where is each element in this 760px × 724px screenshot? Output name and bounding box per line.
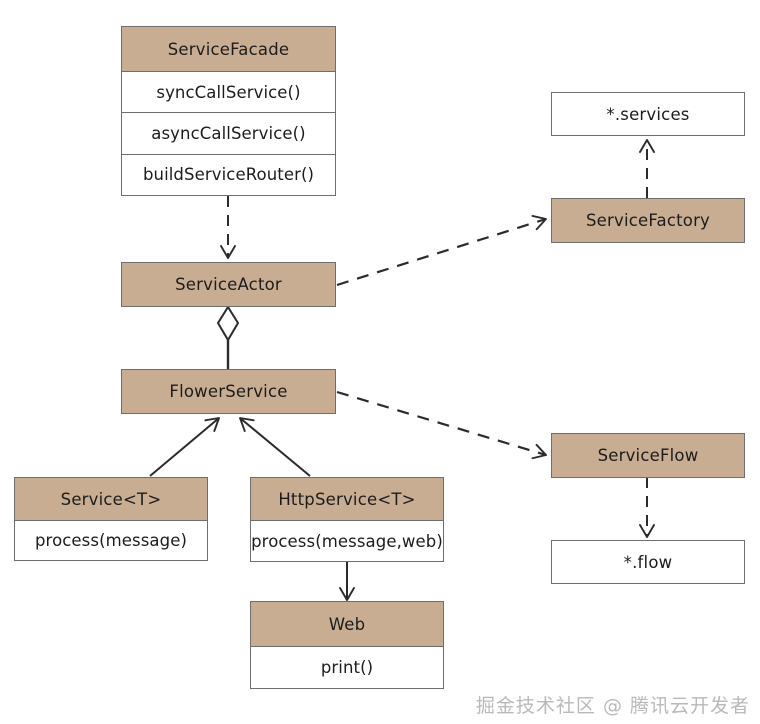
- class-box-web[interactable]: Web print(): [250, 601, 444, 689]
- class-box-flow-package[interactable]: *.flow: [551, 540, 745, 584]
- class-box-service-factory[interactable]: ServiceFactory: [551, 198, 745, 243]
- class-name-service-generic: Service<T>: [15, 478, 207, 520]
- edge-service-to-flower: [149, 417, 220, 477]
- class-member: process(message): [15, 520, 207, 560]
- class-box-service-generic[interactable]: Service<T> process(message): [14, 477, 208, 561]
- edge-httpservice-to-flower: [239, 417, 311, 477]
- class-name-http-service: HttpService<T>: [251, 478, 443, 520]
- class-name-service-actor: ServiceActor: [122, 263, 335, 306]
- class-box-service-actor[interactable]: ServiceActor: [121, 262, 336, 307]
- class-box-service-facade[interactable]: ServiceFacade syncCallService() asyncCal…: [121, 26, 336, 196]
- class-name-flower-service: FlowerService: [122, 370, 335, 413]
- class-member: buildServiceRouter(): [122, 153, 335, 195]
- class-name-web: Web: [251, 602, 443, 646]
- class-name-flow-package: *.flow: [552, 541, 744, 583]
- class-name-service-factory: ServiceFactory: [552, 199, 744, 242]
- class-name-services-package: *.services: [552, 93, 744, 135]
- class-name-service-flow: ServiceFlow: [552, 434, 744, 477]
- class-member: print(): [251, 646, 443, 688]
- class-box-services-package[interactable]: *.services: [551, 92, 745, 136]
- class-name-service-facade: ServiceFacade: [122, 27, 335, 71]
- class-member: asyncCallService(): [122, 112, 335, 154]
- edge-actor-aggregates-flower: [216, 305, 240, 369]
- class-box-flower-service[interactable]: FlowerService: [121, 369, 336, 414]
- class-box-service-flow[interactable]: ServiceFlow: [551, 433, 745, 478]
- class-box-http-service[interactable]: HttpService<T> process(message,web): [250, 477, 444, 562]
- edge-actor-to-factory: [336, 214, 547, 287]
- edge-flower-to-serviceflow: [336, 390, 547, 460]
- watermark-text: 掘金技术社区 @ 腾讯云开发者: [475, 695, 750, 717]
- class-member: process(message,web): [251, 520, 443, 561]
- class-member: syncCallService(): [122, 71, 335, 113]
